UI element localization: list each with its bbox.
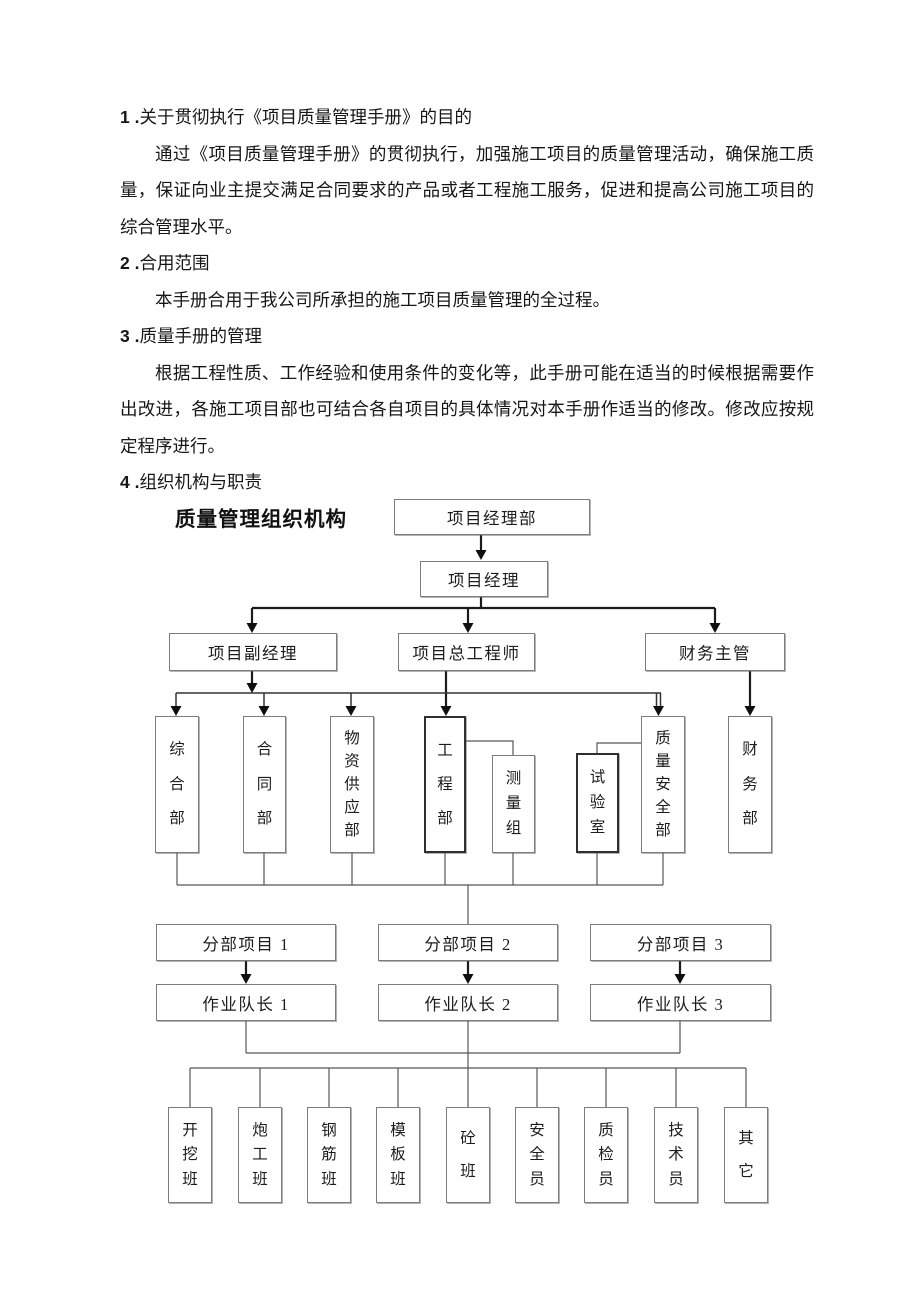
- arrowhead: [674, 974, 686, 984]
- section-heading-4: 4 .组织机构与职责: [120, 464, 814, 501]
- node-safety-officer: 安全员: [515, 1107, 559, 1203]
- arrowhead: [744, 706, 756, 716]
- section-number: 4 .: [120, 472, 140, 492]
- node-dept-material-supply: 物资供应部: [330, 716, 374, 853]
- node-dept-contract: 合同部: [243, 716, 286, 853]
- arrowhead: [246, 623, 258, 633]
- section-title: 合用范围: [139, 253, 210, 273]
- node-project-manager-dept: 项目经理部: [394, 499, 590, 535]
- arrowhead: [653, 706, 664, 716]
- node-crew-blasting: 炮工班: [238, 1107, 282, 1203]
- section-paragraph-1: 通过《项目质量管理手册》的贯彻执行，加强施工项目的质量管理活动，确保施工质量，保…: [120, 143, 814, 237]
- node-dept-engineering: 工程部: [424, 716, 466, 853]
- section-number: 3 .: [120, 326, 140, 346]
- section-heading-3: 3 .质量手册的管理: [120, 318, 814, 355]
- section-title: 质量手册的管理: [139, 326, 262, 346]
- node-other: 其它: [724, 1107, 768, 1203]
- node-technician: 技术员: [654, 1107, 698, 1203]
- node-finance-supervisor: 财务主管: [645, 633, 785, 671]
- node-deputy-project-manager: 项目副经理: [169, 633, 337, 671]
- node-team-leader-3: 作业队长 3: [590, 984, 771, 1021]
- arrowhead: [240, 974, 252, 984]
- connector: [466, 740, 514, 755]
- connector: [596, 742, 641, 753]
- arrowhead: [258, 706, 270, 716]
- section-heading-1: 1 .关于贯彻执行《项目质量管理手册》的目的: [120, 99, 814, 136]
- node-dept-finance: 财务部: [728, 716, 772, 853]
- arrowhead: [440, 706, 452, 716]
- section-paragraph-2: 本手册合用于我公司所承担的施工项目质量管理的全过程。: [155, 289, 610, 310]
- node-crew-rebar: 钢筋班: [307, 1107, 351, 1203]
- document-body: 1 .关于贯彻执行《项目质量管理手册》的目的 通过《项目质量管理手册》的贯彻执行…: [120, 99, 814, 501]
- node-team-leader-2: 作业队长 2: [378, 984, 558, 1021]
- arrowhead: [462, 623, 474, 633]
- node-quality-inspector: 质检员: [584, 1107, 628, 1203]
- node-team-leader-1: 作业队长 1: [156, 984, 336, 1021]
- node-crew-concrete: 砼班: [446, 1107, 490, 1203]
- section-number: 1 .: [120, 107, 140, 127]
- node-sub-project-2: 分部项目 2: [378, 924, 558, 961]
- node-sub-project-3: 分部项目 3: [590, 924, 771, 961]
- node-sub-project-1: 分部项目 1: [156, 924, 336, 961]
- section-number: 2 .: [120, 253, 140, 273]
- arrowhead: [475, 550, 487, 560]
- node-dept-comprehensive: 综合部: [155, 716, 199, 853]
- section-title: 关于贯彻执行《项目质量管理手册》的目的: [139, 107, 472, 127]
- arrowhead: [462, 974, 474, 984]
- arrowhead: [345, 706, 357, 716]
- node-survey-group: 测量组: [492, 755, 535, 853]
- node-crew-excavation: 开挖班: [168, 1107, 212, 1203]
- node-project-manager: 项目经理: [420, 561, 548, 597]
- arrowhead: [170, 706, 182, 716]
- section-paragraph-3: 根据工程性质、工作经验和使用条件的变化等，此手册可能在适当的时候根据需要作出改进…: [120, 362, 814, 456]
- org-chart-title: 质量管理组织机构: [175, 509, 347, 531]
- node-laboratory: 试验室: [576, 753, 619, 853]
- node-dept-quality-safety: 质量安全部: [641, 716, 685, 853]
- section-heading-2: 2 .合用范围: [120, 245, 814, 282]
- node-crew-formwork: 模板班: [376, 1107, 420, 1203]
- node-chief-engineer: 项目总工程师: [398, 633, 535, 671]
- arrowhead: [246, 683, 258, 693]
- section-title: 组织机构与职责: [139, 472, 262, 492]
- arrowhead: [709, 623, 721, 633]
